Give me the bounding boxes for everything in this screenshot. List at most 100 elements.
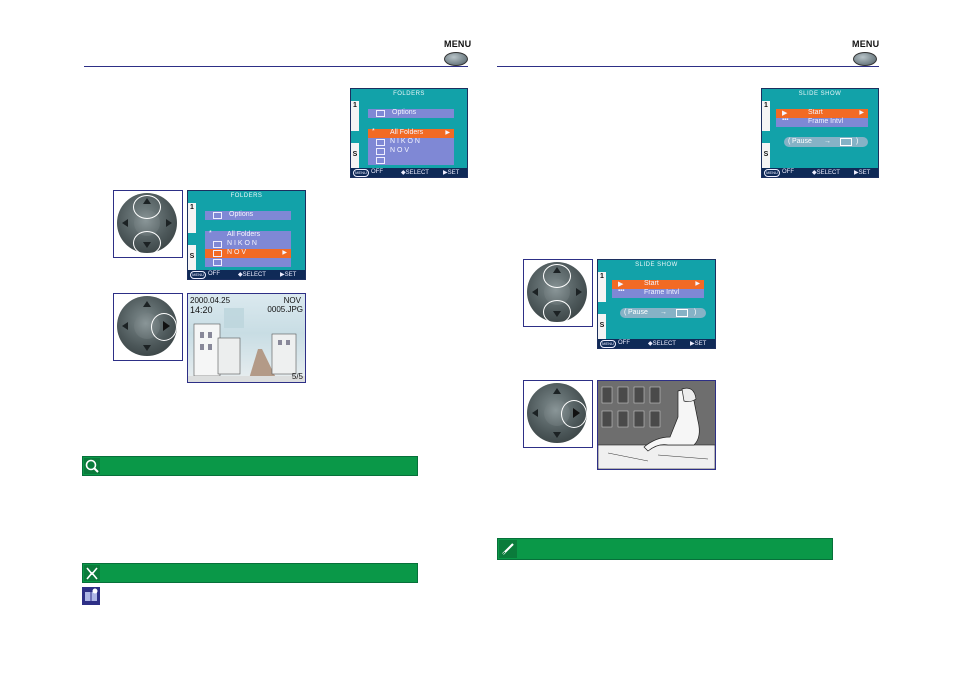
slideshow-photo [597,380,716,470]
folder-label: N O V [227,249,247,256]
footer-select: ◆SELECT [238,272,266,278]
menu-pill-icon: MENU [190,271,206,279]
screen-footer-bar: MENU OFF ◆SELECT ▶SET [351,168,467,177]
arrow-up-icon [553,388,561,394]
screen-title: FOLDERS [393,91,425,97]
folder-row: N O V [368,147,454,156]
arrow-right-icon: ▶ [445,130,450,136]
multi-selector-box [113,190,183,258]
header-rule-left [84,66,468,67]
folder-icon [376,148,385,155]
pause-hint: ( Pause → ) [620,308,706,318]
menu-button-icon-left [444,52,468,66]
menu-button-icon-right [853,52,877,66]
arrow-right-icon: ▶ [695,281,700,287]
tab-s: S [598,314,606,344]
pause-paren-open: ( [788,138,791,145]
multi-selector-box [523,259,593,327]
options-row: Options [368,109,454,118]
memo-section-bar [497,538,833,560]
screen-title: FOLDERS [230,193,263,199]
options-label: Options [392,109,417,116]
footer-off: OFF [782,169,794,175]
screen-footer-bar: MENU OFF ◆SELECT ▶SET [762,168,878,177]
thumbnail-grid-icon [840,138,852,146]
folder-label: N I K O N [390,138,420,145]
pause-paren-open: ( [624,309,627,316]
photo-file-name: 0005.JPG [267,305,303,314]
folder-swap-icon [376,110,385,117]
menu-pill-icon: MENU [353,169,369,177]
arrow-right-icon: ▶ [282,250,287,256]
tab-1: 1 [762,101,770,131]
screen-title: SLIDE SHOW [635,262,678,268]
slideshow-screen-mid: SLIDE SHOW 1 S ▶ Start ▶ ▪▪▪ Frame Intvl… [597,259,716,349]
footer-off: OFF [371,169,383,175]
asterisk-icon: * [209,230,212,237]
interval-label: Frame Intvl [808,118,844,125]
footer-set: ▶SET [280,272,297,278]
folder-row-empty [205,258,291,267]
header-rule-right [497,66,879,67]
tab-1: 1 [351,101,359,131]
playback-photo: 2000.04.25 14:20 NOV 0005.JPG 5/5 [187,293,306,383]
folder-label: All Folders [227,231,261,238]
highlight-right [561,400,587,428]
screen-footer-bar: MENU OFF ◆SELECT ▶SET [188,270,305,279]
arrow-right-icon: ▶ [859,110,864,116]
folder-label: All Folders [390,129,424,136]
pause-hint: ( Pause → ) [784,137,868,147]
folder-row: N O V ▶ [205,249,291,258]
multi-selector-dial [527,262,587,324]
folder-row: N I K O N [205,240,291,249]
arrow-down-icon [143,345,151,351]
multi-selector-dial [117,193,177,255]
footer-set: ▶SET [443,170,460,176]
screen-footer-bar: MENU OFF ◆SELECT ▶SET [598,339,715,348]
tab-s: S [188,245,196,275]
multi-selector-dial [117,296,177,356]
magnifier-tip-icon [84,458,100,474]
footer-select: ◆SELECT [648,341,676,347]
footer-off: OFF [618,340,630,346]
footer-select: ◆SELECT [401,170,429,176]
pause-label: Pause [628,309,648,316]
tips-section-bar [82,456,418,476]
frame-interval-icon: ▪▪▪ [618,288,625,294]
folder-icon [213,250,222,257]
interval-label: Frame Intvl [644,289,680,296]
start-label: Start [808,109,823,116]
footer-set: ▶SET [854,170,871,176]
folder-icon [213,241,222,248]
woman-seated-illustration [598,381,715,469]
multi-selector-dial [527,383,587,443]
arrow-left-icon [122,219,128,227]
multi-selector-box [523,380,593,448]
start-label: Start [644,280,659,287]
interval-row: ▪▪▪ Frame Intvl [776,117,868,127]
highlight-down [543,300,571,324]
arrow-left-icon [532,409,538,417]
photo-date: 2000.04.25 [190,296,231,305]
folder-row: * All Folders [205,230,291,240]
asterisk-icon: * [372,128,375,135]
arrow-right-icon: → [660,309,667,316]
street-scene-illustration [188,308,305,382]
folder-swap-icon [213,212,222,219]
folders-screen-top: FOLDERS 1 S Options * All Folders ▶ N I … [350,88,468,178]
highlight-down [133,231,161,255]
arrow-right-icon [576,288,582,296]
photo-count: 5/5 [291,372,303,381]
footer-off: OFF [208,271,220,277]
photo-time: 14:20 [190,305,213,315]
highlight-up [543,264,571,288]
arrow-left-icon [532,288,538,296]
menu-pill-icon: MENU [764,169,780,177]
folder-label: N I K O N [227,240,257,247]
menu-pill-icon: MENU [600,340,616,348]
interval-row: ▪▪▪ Frame Intvl [612,288,704,298]
frame-interval-icon: ▪▪▪ [782,117,789,123]
options-label: Options [229,211,254,218]
play-icon: ▶ [618,281,624,288]
start-row: ▶ Start ▶ [776,109,868,118]
